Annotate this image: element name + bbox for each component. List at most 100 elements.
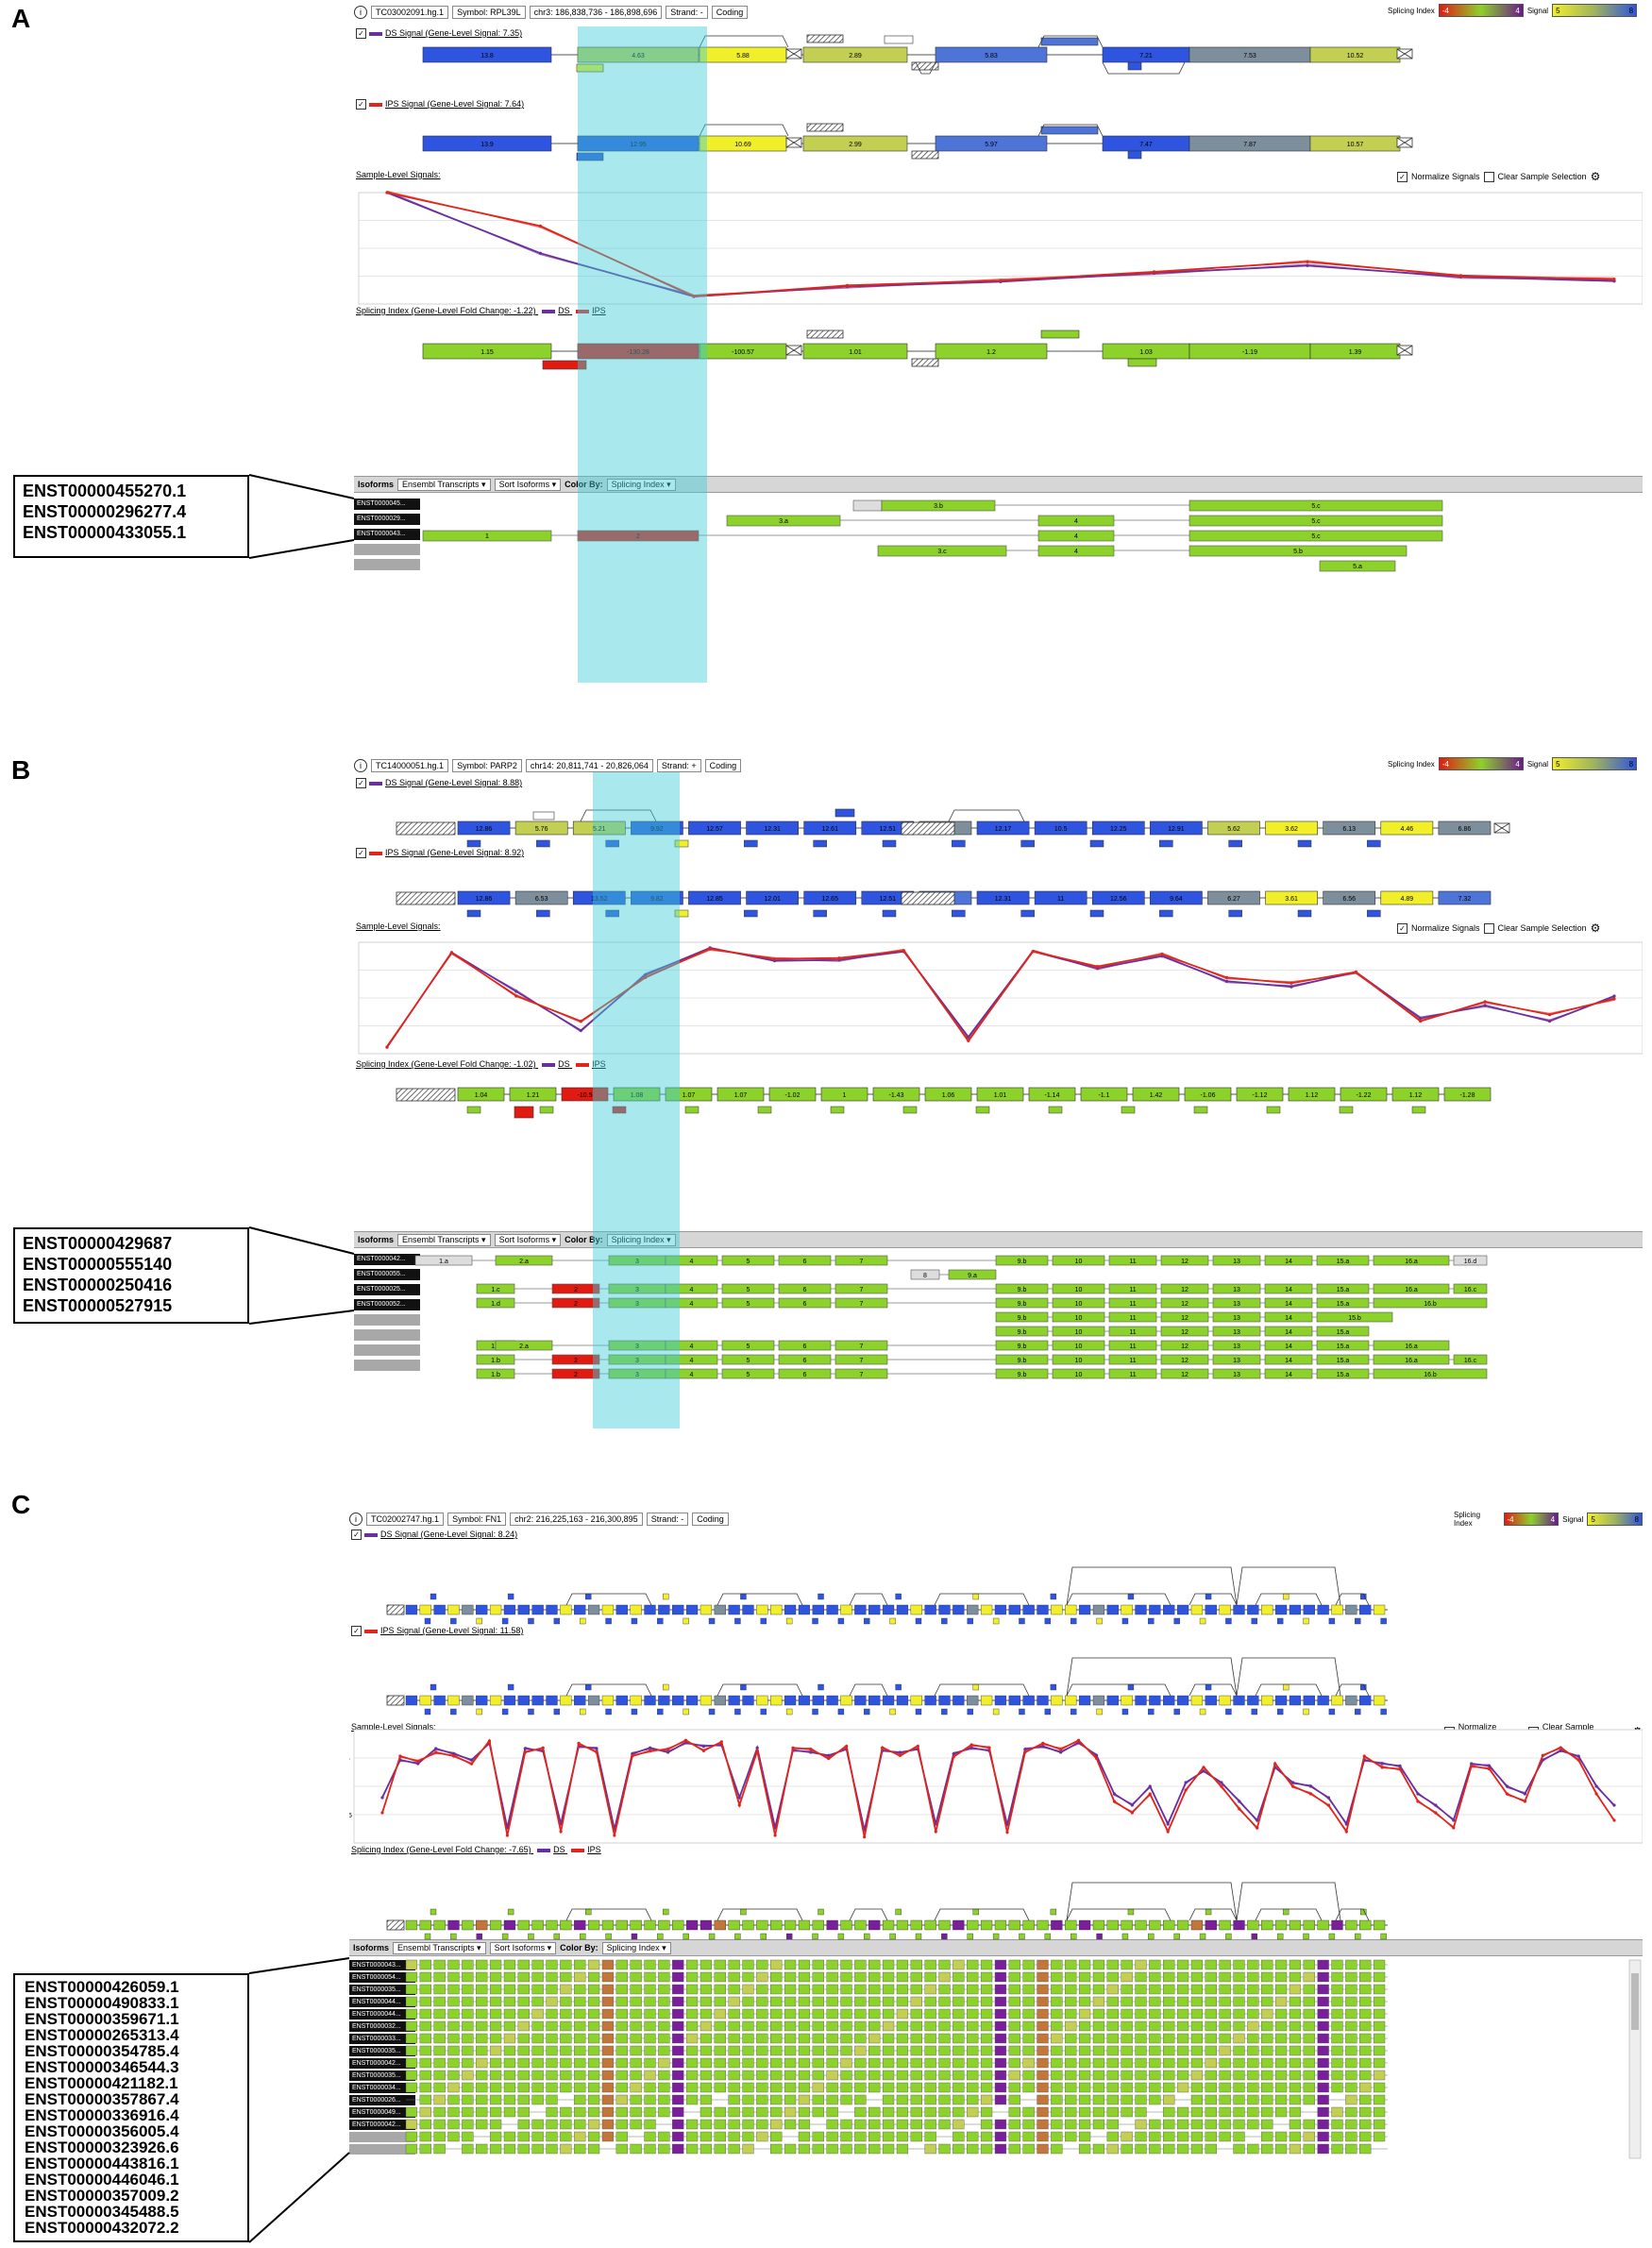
ips-signal-toggle[interactable]: ✓IPS Signal (Gene-Level Signal: 7.64) [356,99,524,110]
isoform-exon [1247,2033,1259,2044]
isoform-exon [1261,1996,1273,2007]
isoform-exon [980,2045,993,2056]
gear-icon[interactable]: ⚙ [1590,170,1601,183]
info-icon[interactable]: i [354,759,367,772]
transcript-source-select[interactable]: Ensembl Transcripts ▾ [397,1233,491,1246]
exon-value: 2.99 [849,142,862,148]
exon-value: -130.28 [627,349,649,356]
isoform-exon [1316,1326,1370,1337]
info-icon[interactable]: i [349,1513,362,1526]
isoform-exon [1303,2143,1315,2155]
ips-signal-toggle[interactable]: ✓IPS Signal (Gene-Level Signal: 11.58) [351,1626,523,1637]
ips-signal-toggle[interactable]: ✓IPS Signal (Gene-Level Signal: 8.92) [356,848,524,859]
isoform-id[interactable]: ENST0000042... [354,1254,420,1265]
isoform-id[interactable]: ENST0000029... [354,514,420,525]
isoform-exon [1373,2033,1386,2044]
ds-signal-toggle[interactable]: ✓DS Signal (Gene-Level Signal: 8.24) [351,1530,517,1541]
isoform-id[interactable]: ENST0000025... [354,1284,420,1295]
isoform-exon [854,2082,867,2093]
isoform-id[interactable]: ENST0000043... [354,529,420,540]
isoform-id[interactable]: ENST0000049... [349,2107,415,2118]
isoform-exon [728,2045,740,2056]
isoform-id[interactable]: ENST0000035... [349,1985,415,1995]
exon [1323,890,1376,905]
isoform-exon [1078,2057,1091,2069]
data-point [1452,1826,1456,1830]
data-point [1166,1830,1170,1834]
isoform-exon [721,1297,775,1309]
isoform-exon [924,2070,936,2081]
isoform-id[interactable]: ENST0000055... [354,1269,420,1280]
isoform-id[interactable]: ENST0000043... [349,1960,415,1970]
transcript-source-select[interactable]: Ensembl Transcripts ▾ [393,1941,486,1954]
exon [1092,1604,1105,1615]
exon [419,1695,431,1706]
isoform-id[interactable]: ENST0000026... [349,2095,415,2105]
alt-exon [1228,839,1242,848]
clear-selection-checkbox[interactable] [1483,922,1494,934]
isoform-id[interactable]: ENST0000052... [354,1299,420,1310]
exon [1065,1919,1077,1931]
isoform-exon [924,2008,936,2020]
alt-exon [466,909,481,918]
exon [509,1087,557,1102]
color-by-select[interactable]: Splicing Index ▾ [606,1233,676,1246]
sort-isoforms-select[interactable]: Sort Isoforms ▾ [494,1233,562,1246]
isoform-id[interactable]: ENST0000042... [349,2058,415,2069]
data-point [1130,1803,1134,1807]
exon [1288,1087,1336,1102]
isoform-id[interactable]: ENST0000044... [349,1997,415,2007]
isoform-exon [924,2045,936,2056]
sort-isoforms-select[interactable]: Sort Isoforms ▾ [494,478,562,491]
isoform-exon-label: 2.a [519,1259,529,1265]
alt-exon [1159,839,1173,848]
ds-signal-toggle[interactable]: ✓DS Signal (Gene-Level Signal: 8.88) [356,778,522,789]
isoform-exon [574,2082,586,2093]
data-point [1059,1748,1063,1751]
isoform-id[interactable]: ENST0000034... [349,2083,415,2093]
isoform-exon [658,1996,670,2007]
isoform-exon [1008,1971,1020,1983]
exon [994,1604,1007,1615]
isoform-exon [1264,1255,1313,1266]
isoform-id[interactable]: ENST0000033... [349,2034,415,2044]
isoform-id[interactable]: ENST0000032... [349,2021,415,2032]
exon [756,1695,768,1706]
isoform-exon [882,2070,895,2081]
isoform-exon [419,1971,431,1983]
isoform-exon [1051,2094,1063,2105]
info-icon[interactable]: i [354,6,367,19]
ds-signal-toggle[interactable]: ✓DS Signal (Gene-Level Signal: 7.35) [356,28,522,40]
data-point [1290,981,1293,985]
isoform-exon-label: 3 [635,1344,639,1350]
normalize-checkbox[interactable]: ✓ [1397,922,1408,934]
isoform-exon [1135,2057,1147,2069]
splice-junction [849,1593,888,1606]
sort-isoforms-select[interactable]: Sort Isoforms ▾ [489,1941,557,1954]
isoform-id[interactable]: ENST0000054... [349,1972,415,1983]
data-point [1559,1749,1562,1752]
isoform-id[interactable]: ENST0000035... [349,2071,415,2081]
isoform-exon [798,2119,811,2130]
color-by-select[interactable]: Splicing Index ▾ [606,478,676,491]
isoform-id[interactable]: ENST0000044... [349,2009,415,2020]
exon [1391,1087,1440,1102]
isoform-exon [994,2119,1007,2130]
alt-exon [657,1933,664,1940]
exon [1106,1695,1119,1706]
clear-selection-checkbox[interactable] [1483,171,1494,182]
alt-exon [1328,1708,1336,1716]
gear-icon[interactable]: ⚙ [1590,921,1601,935]
isoform-id[interactable]: ENST0000035... [349,2046,415,2056]
transcript-source-select[interactable]: Ensembl Transcripts ▾ [397,478,491,491]
isoform-exon [546,1971,558,1983]
color-by-select[interactable]: Splicing Index ▾ [601,1941,671,1954]
isoform-id[interactable]: ENST0000045... [354,499,420,510]
alt-exon [864,1617,870,1625]
isoform-exon-label: 11 [1129,1358,1136,1364]
isoform-exon [601,2045,615,2056]
isoform-exon [1205,2119,1217,2130]
normalize-checkbox[interactable]: ✓ [1397,171,1408,182]
alt-exon [605,1617,612,1625]
isoform-id[interactable]: ENST0000042... [349,2120,415,2130]
